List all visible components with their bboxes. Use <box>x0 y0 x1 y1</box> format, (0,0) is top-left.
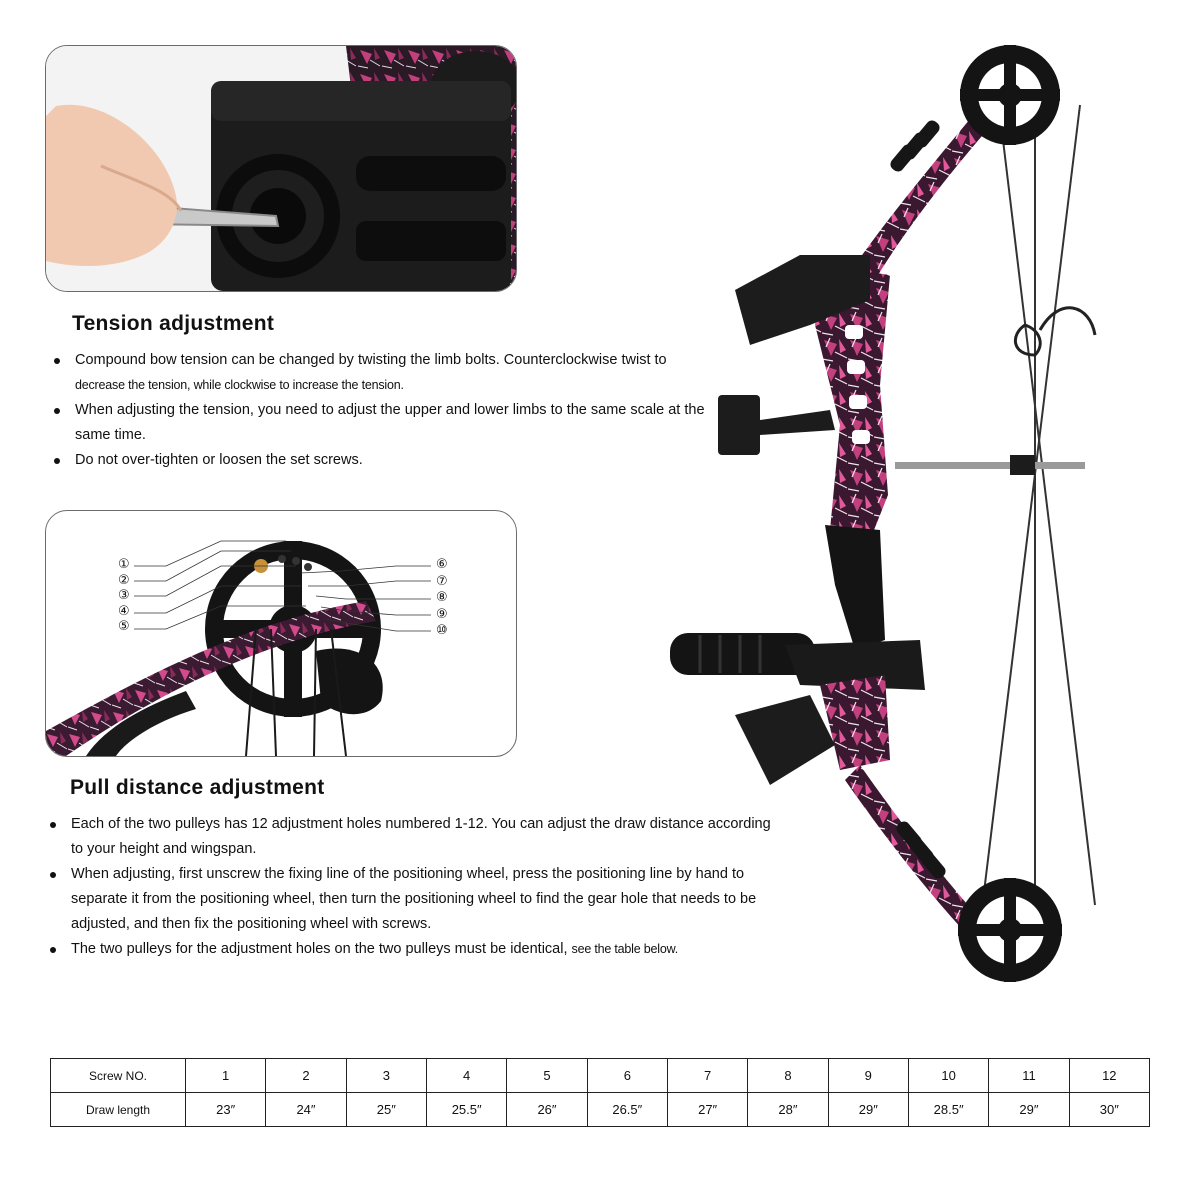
draw-length-cell: 28.5″ <box>907 1092 990 1127</box>
callout-number: ⑥ <box>436 556 448 571</box>
pull-bullet-text: Each of the two pulleys has 12 adjustmen… <box>71 816 771 857</box>
screw-number-cell: 11 <box>988 1058 1070 1093</box>
draw-length-cell: 28″ <box>747 1092 829 1127</box>
draw-length-cell: 26″ <box>506 1092 588 1127</box>
tension-bullet: When adjusting the tension, you need to … <box>54 398 735 448</box>
screw-number-cell: 1 <box>184 1058 267 1093</box>
limb-bolt-illustration <box>46 46 516 291</box>
draw-length-cell: 27″ <box>666 1092 749 1127</box>
screw-number-cell: 2 <box>265 1058 347 1093</box>
pull-distance-title: Pull distance adjustment <box>70 776 325 799</box>
callout-number: ① <box>118 556 130 571</box>
screw-number-cell: 5 <box>506 1058 588 1093</box>
pull-bullet: The two pulleys for the adjustment holes… <box>50 937 771 962</box>
tension-title: Tension adjustment <box>72 312 275 335</box>
callout-number: ⑤ <box>118 618 130 633</box>
table-row: Screw NO. 1 2 3 4 5 6 7 8 9 10 11 12 <box>50 1058 1151 1093</box>
draw-length-cell: 29″ <box>827 1092 909 1127</box>
tension-bullet-text: Do not over-tighten or loosen the set sc… <box>75 452 363 468</box>
pulley-adjustment-photo: ① ② ③ ④ ⑤ ⑥ ⑦ ⑧ ⑨ ⑩ <box>45 510 517 757</box>
screw-number-cell: 6 <box>586 1058 668 1093</box>
table-row-header: Draw length <box>50 1092 186 1127</box>
callout-left-list: ① ② ③ ④ ⑤ <box>118 556 130 634</box>
screw-number-cell: 3 <box>345 1058 427 1093</box>
table-row: Draw length 23″ 24″ 25″ 25.5″ 26″ 26.5″ … <box>50 1092 1151 1127</box>
draw-length-cell: 25″ <box>345 1092 427 1127</box>
screw-number-cell: 8 <box>747 1058 829 1093</box>
tension-bullet-list: Compound bow tension can be changed by t… <box>54 348 735 473</box>
callout-number: ⑦ <box>436 572 448 588</box>
screw-number-cell: 7 <box>666 1058 749 1093</box>
tension-bullet-text: Compound bow tension can be changed by t… <box>75 352 667 368</box>
screw-number-cell: 4 <box>425 1058 508 1093</box>
pull-distance-bullet-list: Each of the two pulleys has 12 adjustmen… <box>50 812 771 962</box>
pull-bullet: Each of the two pulleys has 12 adjustmen… <box>50 812 771 862</box>
draw-length-cell: 25.5″ <box>425 1092 508 1127</box>
tension-bullet-text-small: decrease the tension, while clockwise to… <box>75 378 404 392</box>
draw-length-table: Screw NO. 1 2 3 4 5 6 7 8 9 10 11 12 Dra… <box>50 1058 1151 1127</box>
callout-right-list: ⑥ ⑦ ⑧ ⑨ ⑩ <box>436 556 448 639</box>
pull-bullet-text: The two pulleys for the adjustment holes… <box>71 941 568 957</box>
pulley-diagram <box>46 540 431 756</box>
callout-number: ⑧ <box>436 589 448 604</box>
draw-length-cell: 23″ <box>184 1092 267 1127</box>
tension-bullet: Compound bow tension can be changed by t… <box>54 348 735 398</box>
screw-number-cell: 10 <box>907 1058 990 1093</box>
draw-length-cell: 26.5″ <box>586 1092 668 1127</box>
screw-number-cell: 12 <box>1068 1058 1151 1093</box>
table-row-header: Screw NO. <box>50 1058 186 1093</box>
pull-bullet-text: When adjusting, first unscrew the fixing… <box>71 866 757 932</box>
pull-bullet-text-small: see the table below. <box>571 942 679 956</box>
callout-number: ⑩ <box>436 622 448 637</box>
callout-number: ⑨ <box>436 605 448 621</box>
tension-bullet-text: When adjusting the tension, you need to … <box>75 402 705 443</box>
pull-bullet: When adjusting, first unscrew the fixing… <box>50 862 771 937</box>
callout-number: ② <box>118 571 130 587</box>
tension-bullet: Do not over-tighten or loosen the set sc… <box>54 448 735 473</box>
draw-length-cell: 29″ <box>988 1092 1070 1127</box>
callout-number: ③ <box>118 587 130 602</box>
draw-length-cell: 30″ <box>1068 1092 1151 1127</box>
tension-adjustment-photo <box>45 45 517 292</box>
draw-length-cell: 24″ <box>265 1092 347 1127</box>
callout-number: ④ <box>118 602 130 618</box>
screw-number-cell: 9 <box>827 1058 909 1093</box>
compound-bow-image <box>670 45 1097 982</box>
